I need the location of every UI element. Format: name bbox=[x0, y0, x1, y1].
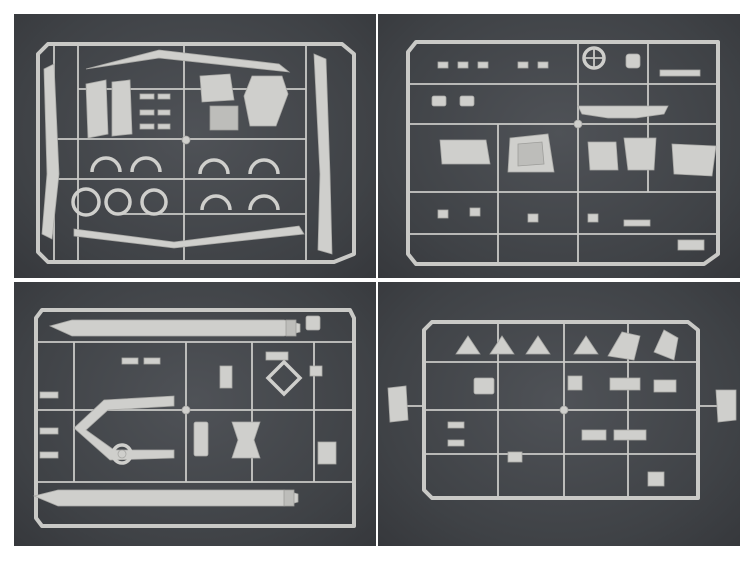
sprue-tree-bottom-left bbox=[32, 308, 356, 528]
sprue-photo-top-left bbox=[14, 14, 376, 278]
sprue-tree-top-left bbox=[36, 42, 356, 264]
sprue-photo-bottom-left bbox=[14, 282, 376, 546]
sprue-tree-top-right bbox=[406, 40, 720, 266]
sprue-photo-top-right bbox=[378, 14, 740, 278]
sprue-photo-bottom-right bbox=[378, 282, 740, 546]
sprue-tree-bottom-right bbox=[387, 320, 737, 500]
